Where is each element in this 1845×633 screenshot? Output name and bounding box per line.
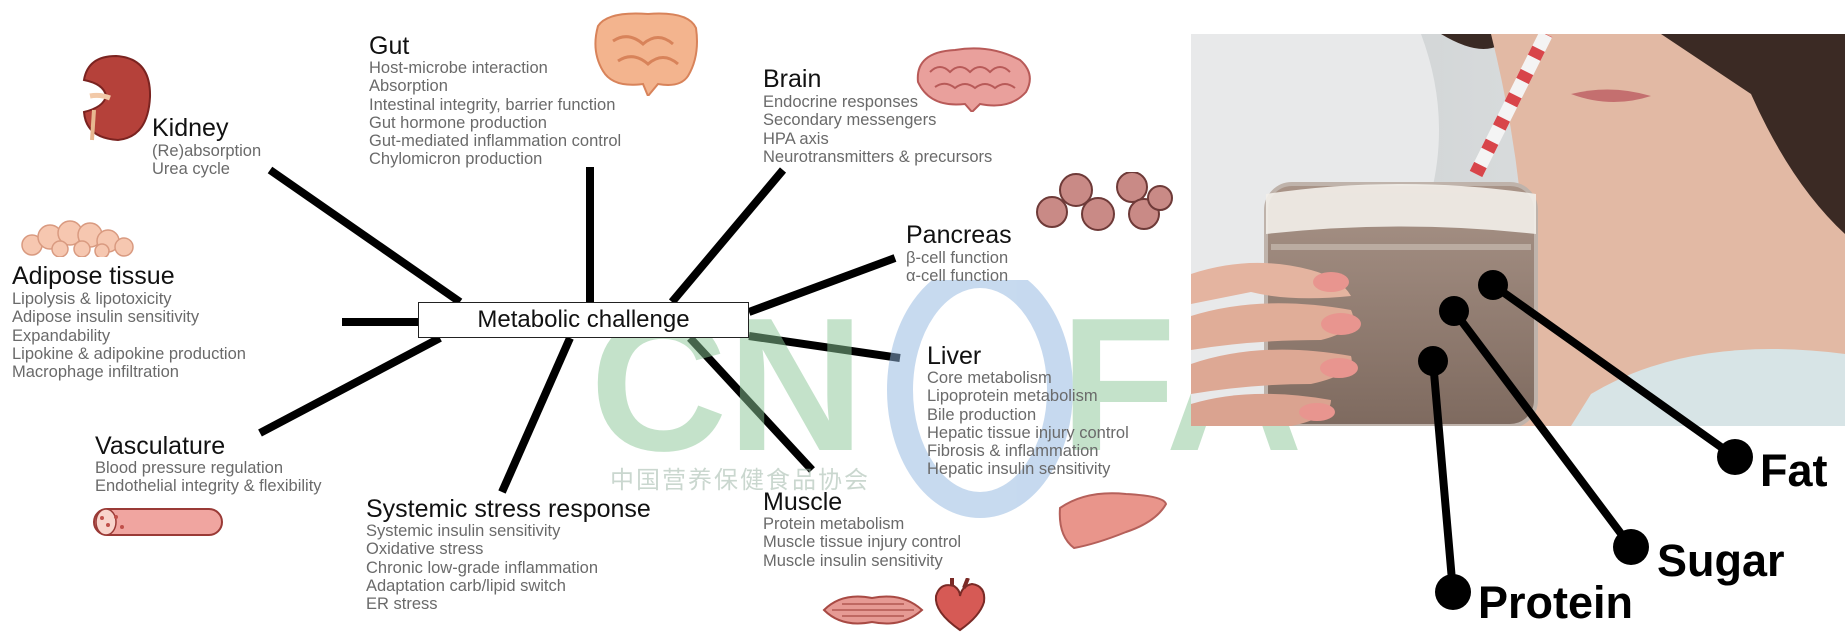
fat-pointer-dot-end: [1717, 439, 1753, 475]
sugar-pointer-dot-end: [1613, 529, 1649, 565]
protein-pointer-dot-end: [1435, 574, 1471, 610]
protein-pointer-dot-start: [1418, 346, 1448, 376]
fat-pointer-line: [1493, 285, 1735, 457]
protein-label: Protein: [1478, 580, 1633, 625]
sugar-label: Sugar: [1657, 538, 1785, 583]
sugar-pointer-line: [1454, 311, 1631, 547]
protein-pointer-line: [1433, 361, 1453, 592]
fat-pointer-dot-start: [1478, 270, 1508, 300]
sugar-pointer-dot-start: [1439, 296, 1469, 326]
fat-label: Fat: [1760, 448, 1828, 493]
